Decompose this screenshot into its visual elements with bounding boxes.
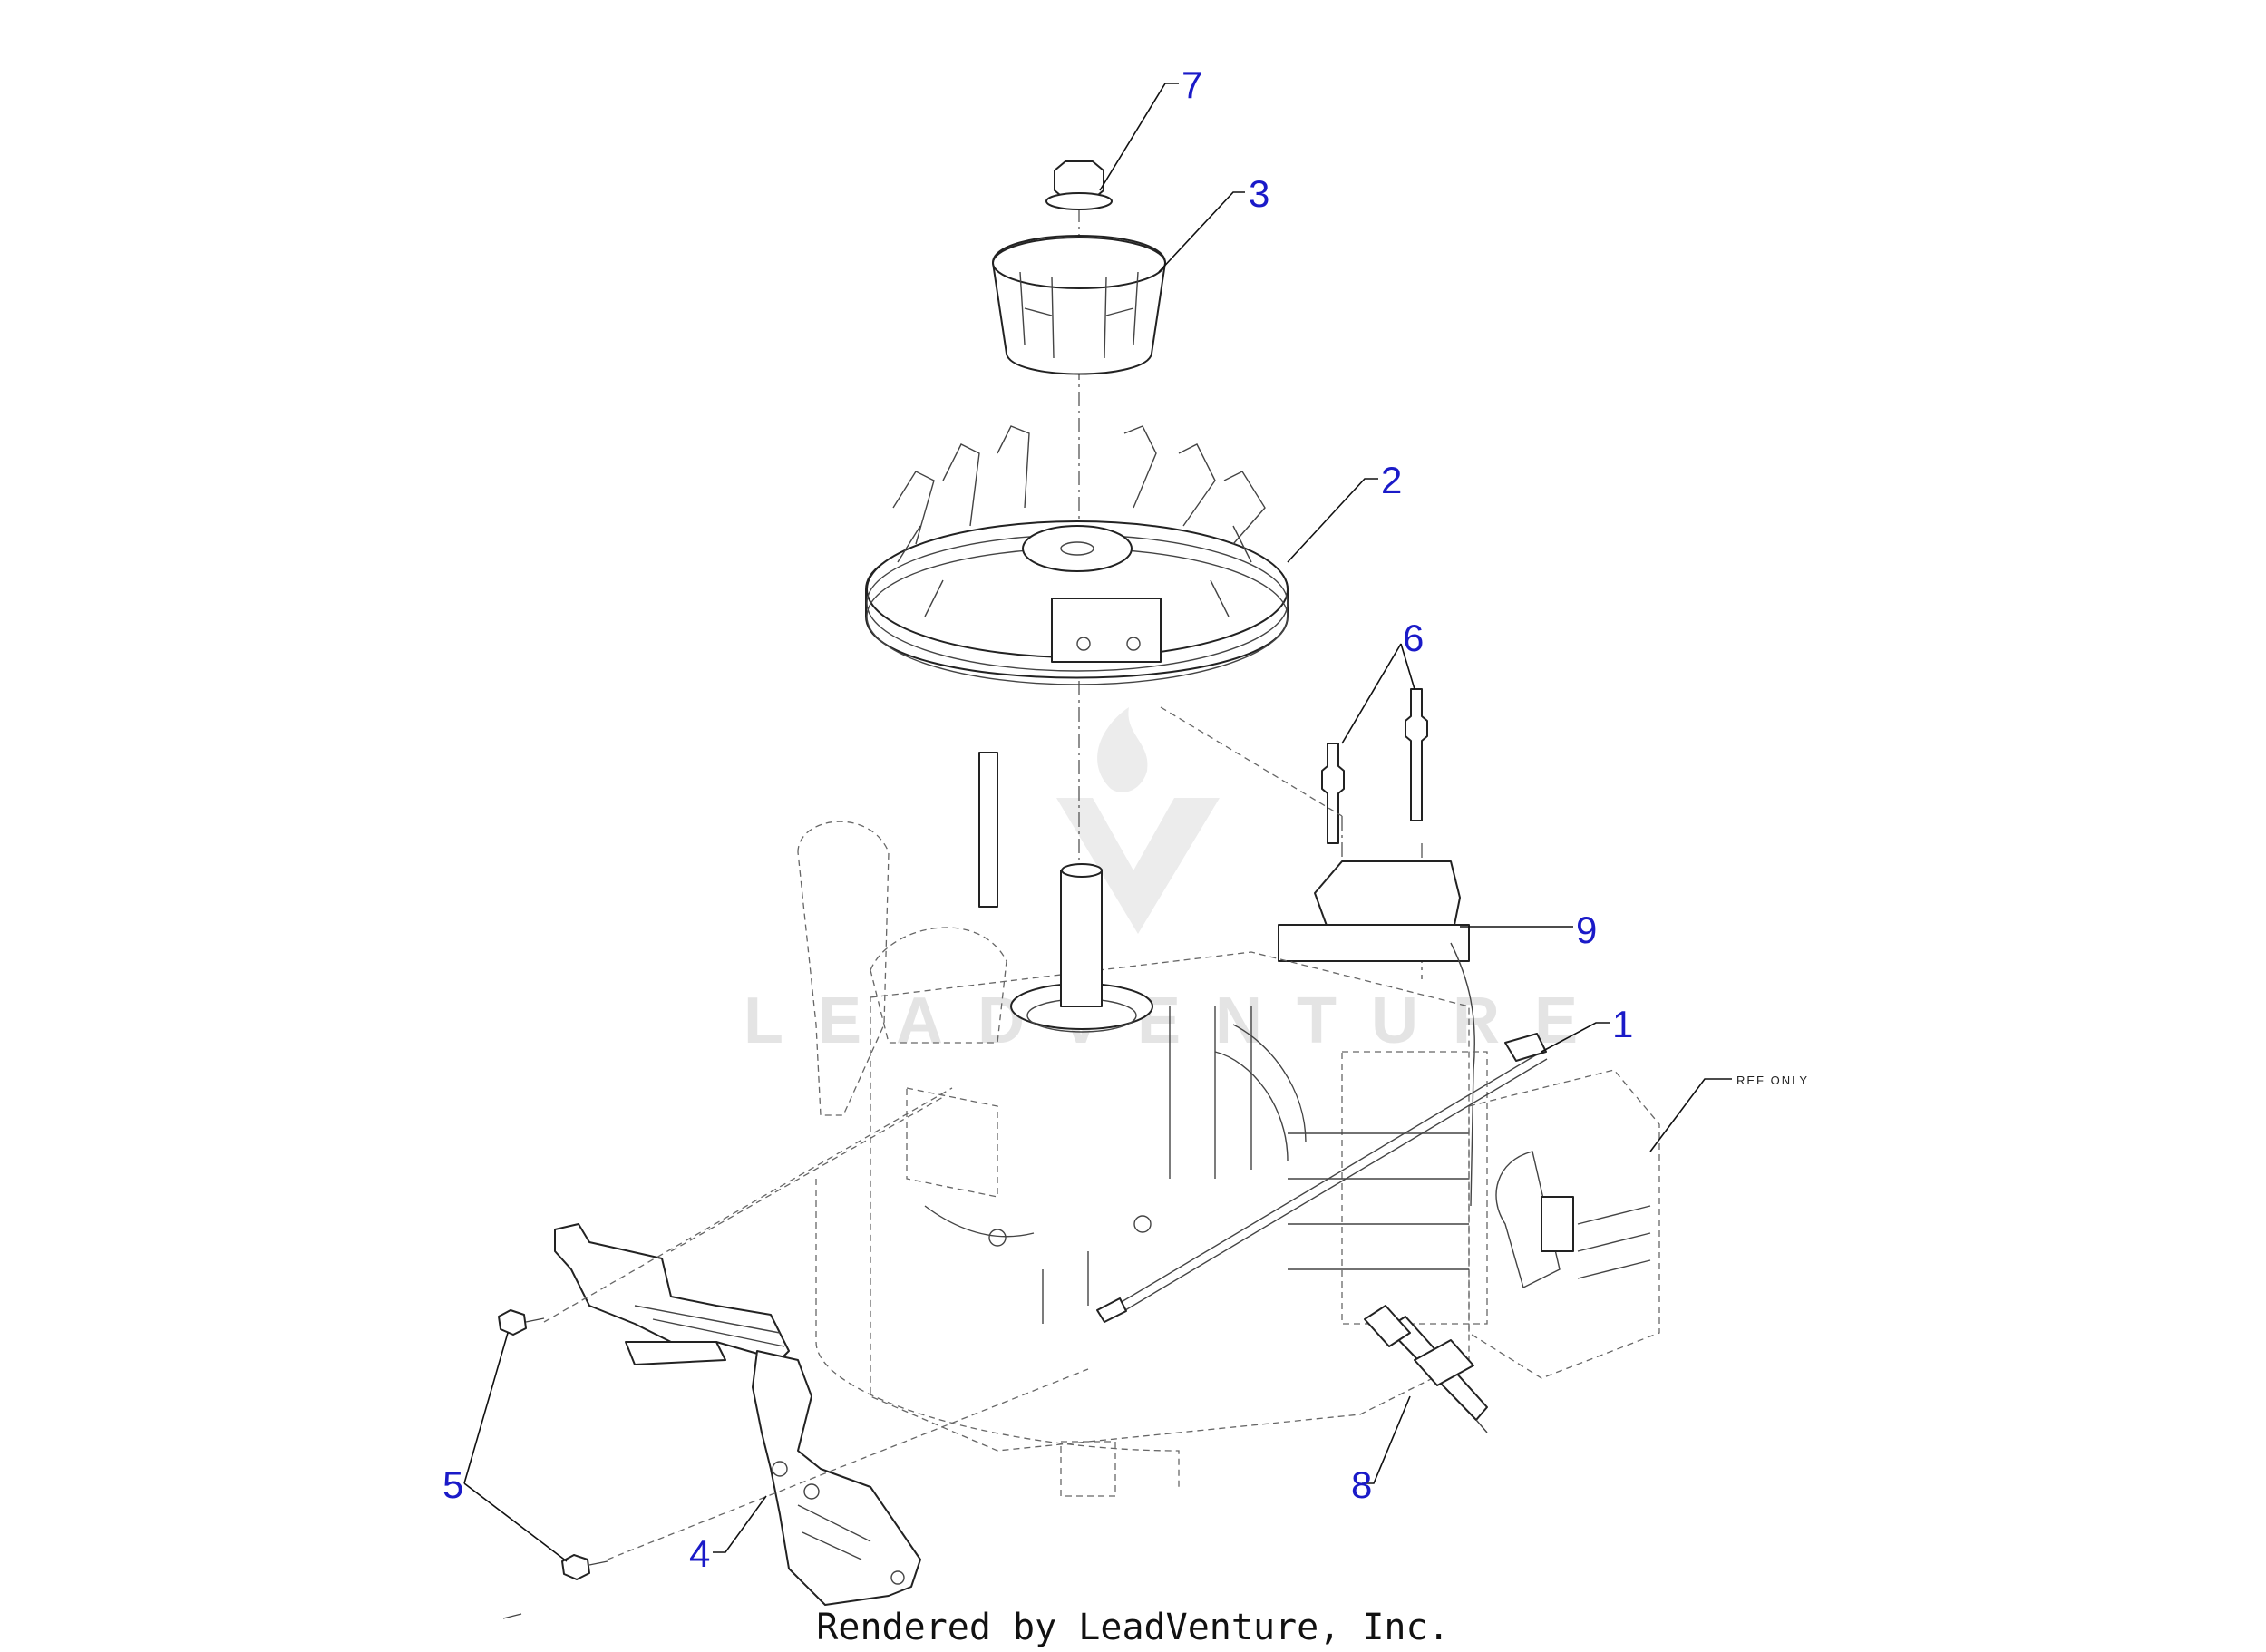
watermark: LEADVENTURE: [744, 707, 1612, 1057]
callout-1: 1: [1612, 1003, 1633, 1045]
callout-labels: 7 3 2 6 9 1 REF ONLY 8 5 4: [443, 63, 1809, 1575]
callout-3: 3: [1249, 172, 1269, 215]
nut-part: [1045, 160, 1113, 210]
callout-6: 6: [1403, 617, 1424, 659]
stray-mark: [502, 1613, 522, 1619]
stud-parts: [1321, 688, 1428, 844]
ref-only-note: REF ONLY: [1736, 1074, 1809, 1087]
control-bracket-part: [554, 1223, 921, 1606]
callout-5: 5: [443, 1463, 463, 1506]
cylinder-head-ref-part: [1468, 1069, 1660, 1379]
flywheel-part: [865, 425, 1289, 685]
footer-credit: Rendered by LeadVenture, Inc.: [816, 1607, 1450, 1648]
bolt-parts: [498, 1309, 608, 1580]
callout-9: 9: [1576, 909, 1597, 951]
starter-cup-part: [992, 235, 1166, 375]
watermark-text: LEADVENTURE: [744, 985, 1612, 1057]
callout-7: 7: [1182, 63, 1202, 106]
watermark-logo: [1056, 707, 1220, 934]
ignition-coil-part: [1278, 860, 1475, 1207]
spark-plug-part: [1364, 1305, 1488, 1433]
callout-8: 8: [1351, 1463, 1372, 1506]
projection-lines: [543, 706, 1343, 1560]
cable-part: [1096, 1033, 1548, 1323]
callout-4: 4: [689, 1532, 710, 1575]
callout-2: 2: [1381, 459, 1402, 501]
leader-lines: [463, 83, 1732, 1562]
engine-block: [797, 752, 1488, 1497]
